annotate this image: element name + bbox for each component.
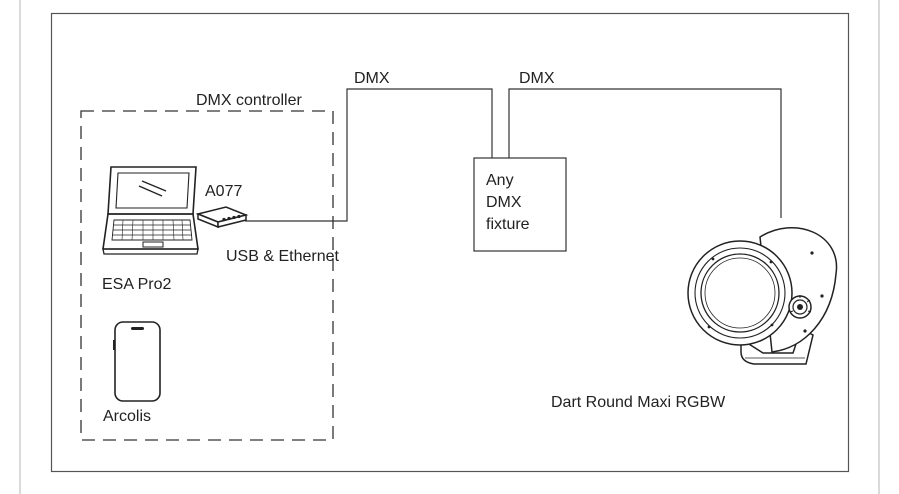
dmx-cable-2 — [508, 88, 782, 218]
esa-pro2-label: ESA Pro2 — [102, 276, 172, 293]
fixture-line-2: DMX — [486, 194, 522, 211]
diagram-frame — [50, 12, 850, 473]
dmx-link-label-1: DMX — [354, 70, 390, 87]
arcolis-label: Arcolis — [103, 408, 152, 425]
luminaire-label: Dart Round Maxi RGBW — [551, 394, 726, 411]
dmx-controller-label: DMX controller — [196, 92, 302, 109]
dmx-controller-group — [80, 110, 334, 441]
usb-interface-icon — [195, 206, 249, 229]
laptop-icon — [102, 166, 199, 255]
smartphone-icon — [113, 321, 161, 402]
spotlight-icon — [687, 227, 838, 365]
fixture-box-text: Any DMX fixture — [486, 170, 530, 236]
usb-ethernet-label: USB & Ethernet — [226, 248, 339, 265]
a077-label: A077 — [205, 183, 243, 200]
fixture-line-1: Any — [486, 172, 514, 189]
fixture-line-3: fixture — [486, 216, 530, 233]
dmx-link-label-2: DMX — [519, 70, 555, 87]
any-dmx-fixture-box — [473, 157, 567, 252]
dmx-cable-1 — [245, 88, 493, 222]
